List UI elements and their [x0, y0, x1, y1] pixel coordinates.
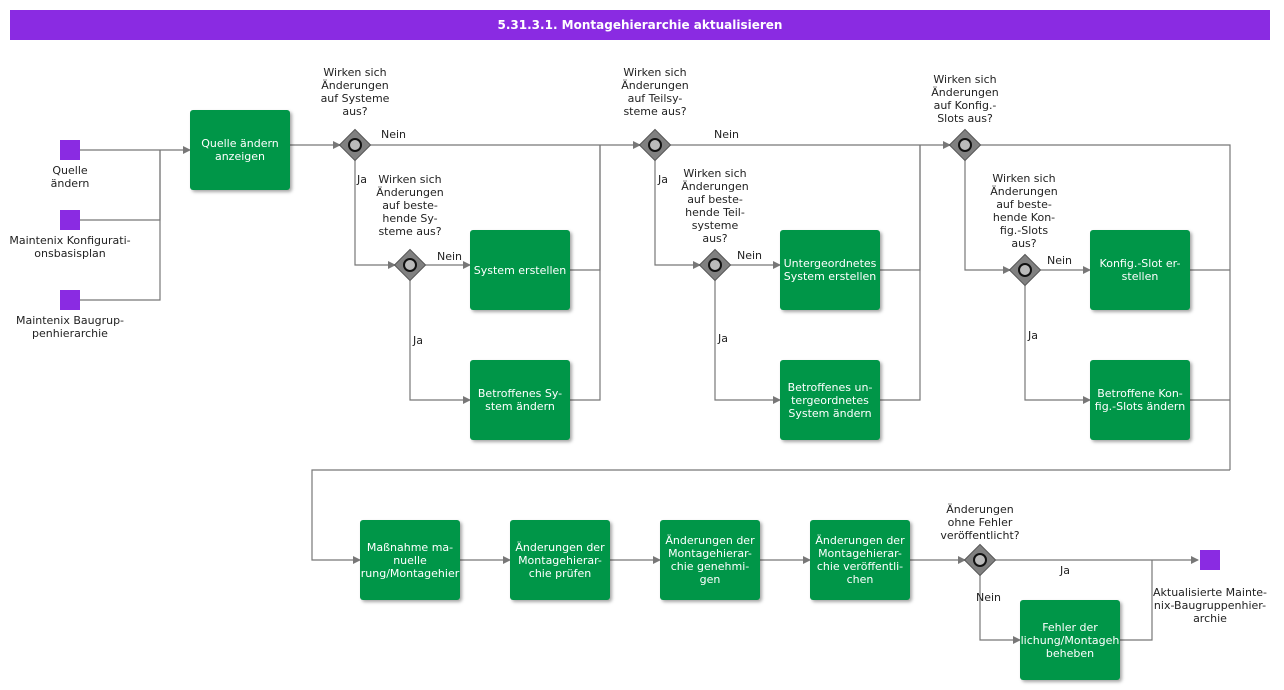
gateways	[338, 128, 1042, 577]
flow-label-no: Nein	[976, 591, 1002, 604]
gateway-label: Änderungen ohne Fehler veröffentlicht?	[940, 503, 1020, 542]
task-quelle-anzeigen[interactable]: Quelle ändern anzeigen	[190, 110, 290, 190]
task-fehler-beheben[interactable]: Fehler der lichung/Montageh beheben	[1020, 600, 1120, 680]
flow-label-yes: Ja	[718, 332, 728, 345]
diagram-title: 5.31.3.1. Montagehierarchie aktualisiere…	[10, 10, 1270, 40]
task-pruefen[interactable]: Änderungen der Montagehierar- chie prüfe…	[510, 520, 610, 600]
task-slots-aendern[interactable]: Betroffene Kon- fig.-Slots ändern	[1090, 360, 1190, 440]
task-slot-erstellen[interactable]: Konfig.-Slot er- stellen	[1090, 230, 1190, 310]
start-event-baugruppen	[60, 290, 80, 310]
gateway-g2	[393, 248, 427, 282]
start-event-label: Maintenix Baugrup- penhierarchie	[15, 314, 125, 340]
task-system-erstellen[interactable]: System erstellen	[470, 230, 570, 310]
start-event-quelle	[60, 140, 80, 160]
gateway-g3	[638, 128, 672, 162]
end-event-label: Aktualisierte Mainte- nix-Baugruppenhier…	[1153, 586, 1267, 625]
start-event-label: Quelle ändern	[50, 164, 90, 190]
flow-label-yes: Ja	[1060, 564, 1070, 577]
task-untersystem-erstellen[interactable]: Untergeordnetes System erstellen	[780, 230, 880, 310]
gateway-label: Wirken sich Änderungen auf Teilsy- steme…	[621, 66, 689, 118]
flow-label-yes: Ja	[357, 173, 367, 186]
gateway-label: Wirken sich Änderungen auf beste- hende …	[681, 167, 749, 245]
task-veroeffentlichen[interactable]: Änderungen der Montagehierar- chie veröf…	[810, 520, 910, 600]
start-event-label: Maintenix Konfigurati- onsbasisplan	[9, 234, 131, 260]
start-event-konfig	[60, 210, 80, 230]
gateway-label: Wirken sich Änderungen auf beste- hende …	[990, 172, 1058, 250]
task-massnahme[interactable]: Maßnahme ma- nuelle rung/Montagehier	[360, 520, 460, 600]
gateway-g4	[698, 248, 732, 282]
gateway-g7	[963, 543, 997, 577]
gateway-label: Wirken sich Änderungen auf Systeme aus?	[320, 66, 390, 118]
task-genehmigen[interactable]: Änderungen der Montagehierar- chie geneh…	[660, 520, 760, 600]
task-untersystem-aendern[interactable]: Betroffenes un- tergeordnetes System änd…	[780, 360, 880, 440]
flow-label-no: Nein	[437, 250, 463, 263]
flow-label-no: Nein	[714, 128, 740, 141]
flow-label-no: Nein	[1047, 254, 1073, 267]
flow-label-no: Nein	[381, 128, 407, 141]
flow-label-no: Nein	[737, 249, 763, 262]
task-system-aendern[interactable]: Betroffenes Sy- stem ändern	[470, 360, 570, 440]
flow-label-yes: Ja	[1028, 329, 1038, 342]
gateway-g6	[1008, 253, 1042, 287]
end-event	[1200, 550, 1220, 570]
flow-label-yes: Ja	[658, 173, 668, 186]
gateway-label: Wirken sich Änderungen auf Konfig.- Slot…	[931, 73, 999, 125]
gateway-g5	[948, 128, 982, 162]
gateway-label: Wirken sich Änderungen auf beste- hende …	[376, 173, 444, 238]
gateway-g1	[338, 128, 372, 162]
flow-label-yes: Ja	[413, 334, 423, 347]
